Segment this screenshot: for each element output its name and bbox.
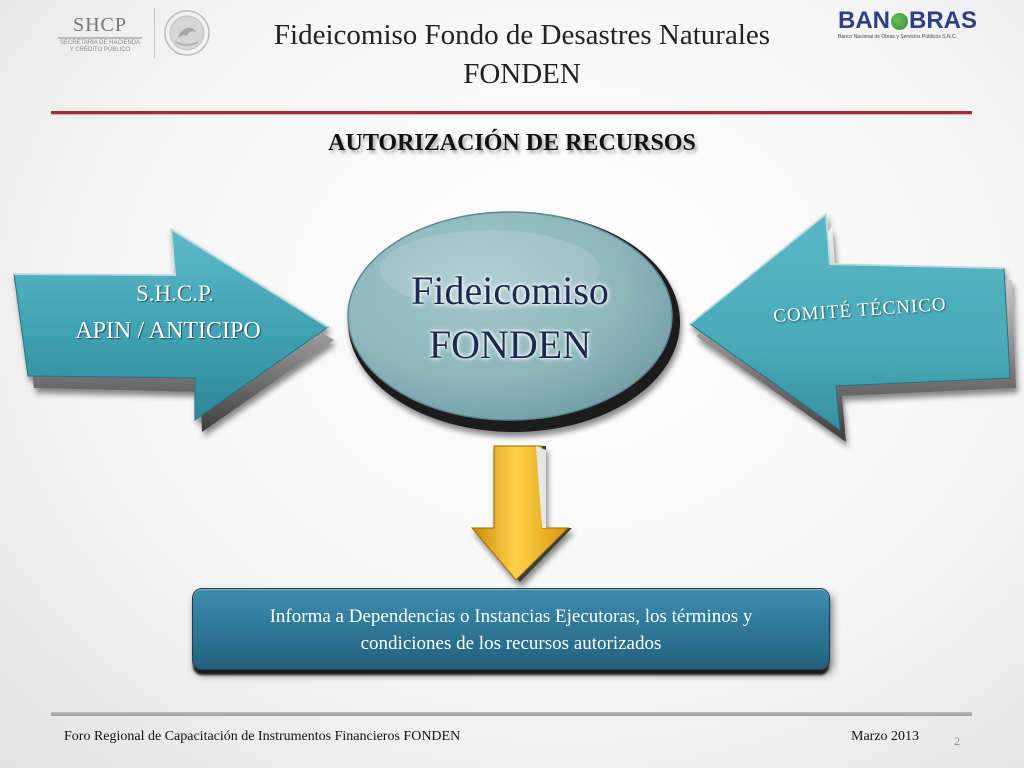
national-seal-icon (164, 10, 210, 56)
shcp-logo-sub-1: SECRETARÍA DE HACIENDA (59, 40, 141, 46)
slide-title-line1: Fideicomiso Fondo de Desastres Naturales (273, 19, 771, 51)
footer-event-text: Foro Regional de Capacitación de Instrum… (64, 729, 461, 744)
left-arrow-label-1: S.H.C.P. (136, 281, 214, 306)
shcp-logo-sub-2: Y CRÉDITO PÚBLICO (69, 47, 131, 53)
shcp-logo-bar (58, 37, 142, 39)
center-ellipse-shape (347, 211, 680, 432)
slide-title-line2: FONDEN (463, 58, 581, 90)
shcp-logo: SHCP SECRETARÍA DE HACIENDA Y CRÉDITO PÚ… (52, 14, 148, 60)
section-title: AUTORIZACIÓN DE RECURSOS (328, 130, 696, 156)
slide-page-number: 2 (954, 734, 960, 748)
logo-divider (154, 8, 155, 58)
down-arrow-icon (470, 445, 572, 582)
info-box-line2: condiciones de los recursos autorizados (360, 633, 662, 654)
shcp-logo-word: SHCP (72, 14, 128, 36)
left-arrow-label-2: APIN / ANTICIPO (75, 318, 261, 344)
footer-rule (51, 712, 972, 716)
header-rule (51, 111, 972, 114)
footer-date: Marzo 2013 (851, 729, 920, 744)
center-ellipse-label-2: FONDEN (428, 322, 592, 367)
right-arrow-shape (689, 212, 1016, 442)
info-box-line1: Informa a Dependencias o Instancias Ejec… (269, 606, 753, 627)
banobras-leaf-icon (891, 13, 908, 30)
info-box (192, 588, 830, 670)
banobras-logo-sub: Banco Nacional de Obras y Servicios Públ… (838, 34, 957, 40)
left-arrow-shape (13, 227, 334, 432)
center-ellipse-label-1: Fideicomiso (411, 268, 609, 313)
